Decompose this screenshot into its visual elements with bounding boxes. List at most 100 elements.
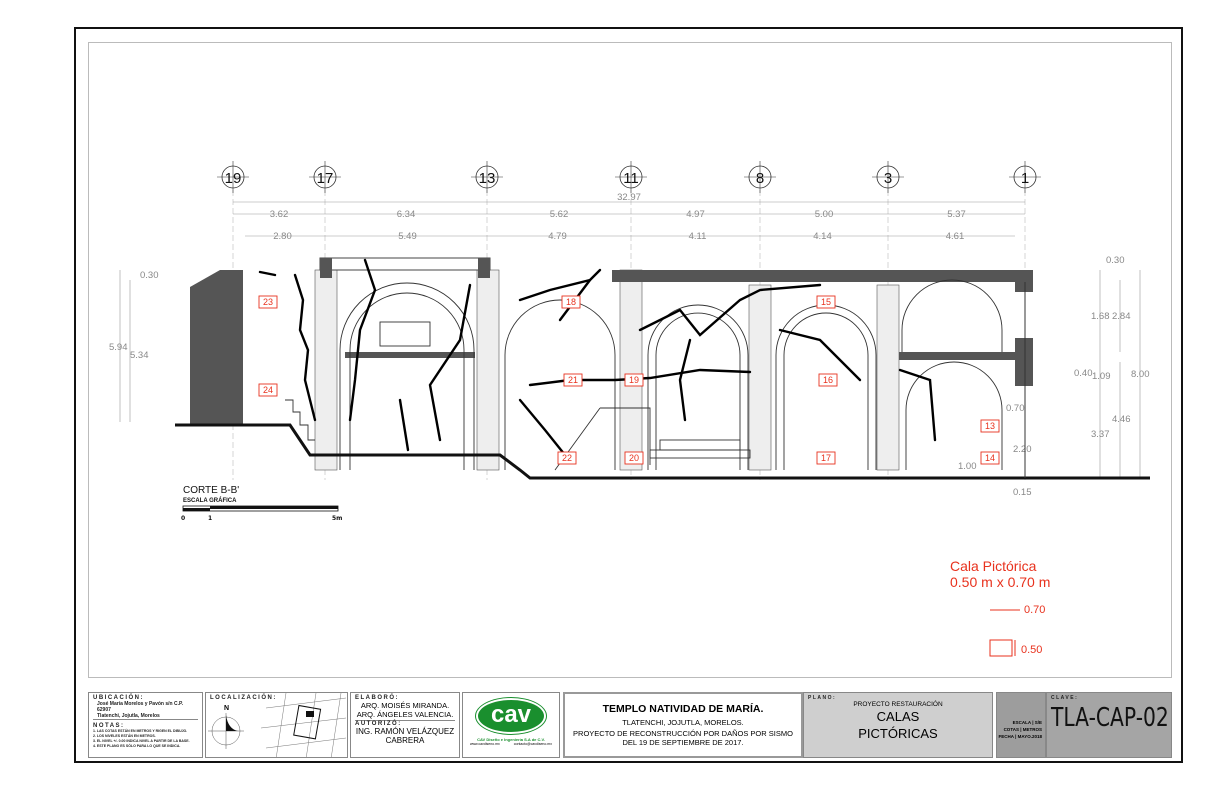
axis-label: 3 — [884, 170, 892, 187]
right-dim: 1.00 — [958, 461, 977, 472]
clave-cell: CLAVE: TLA-CAP-02 — [1046, 692, 1172, 758]
cala-legend: Cala Pictórica 0.50 m x 0.70 m — [950, 558, 1050, 590]
clave-label: CLAVE: — [1051, 695, 1079, 701]
dimension-label: 5.00 — [815, 209, 834, 220]
cala-number: 17 — [821, 453, 831, 463]
axis-label: 8 — [756, 170, 764, 187]
cala-marker-14: 14 — [980, 451, 1000, 465]
cala-number: 24 — [263, 385, 273, 395]
company-web[interactable]: www.cavdiseno.mx — [470, 742, 500, 746]
project-cell: TEMPLO NATIVIDAD DE MARÍA. TLATENCHI, JO… — [563, 692, 803, 758]
elaboro-label: ELABORÓ: — [355, 695, 399, 701]
ubicacion-address: José María Morelos y Pavón s/n C.P. 6290… — [97, 701, 184, 713]
section-title: CORTE B-B' — [183, 485, 239, 496]
cotas-value: COTAS | METROS — [1003, 727, 1042, 732]
logo-cell: cav CAV Diseño e Ingeniería S.A de C.V. … — [462, 692, 560, 758]
nota: 3. EL NIVEL +/- 0.00 INDICA NIVEL A PART… — [93, 739, 190, 743]
dimension-label: 5.37 — [947, 209, 966, 220]
dimension-label: 6.34 — [397, 209, 416, 220]
company-email[interactable]: contacto@cavdiseno.mx — [513, 742, 552, 746]
right-dim: 2.20 — [1013, 444, 1032, 455]
nota: 1. LAS COTAS ESTÁN EN METROS Y RIGEN EL … — [93, 729, 188, 733]
project-title: TEMPLO NATIVIDAD DE MARÍA. — [602, 703, 764, 715]
dimension-label: 4.61 — [946, 231, 965, 242]
cracks — [258, 258, 937, 457]
escala-value: ESCALA | S/E — [1012, 720, 1042, 725]
ubicacion-city: Tlatenchi, Jojutla, Morelos — [93, 713, 198, 720]
right-dim: 1.09 — [1092, 371, 1111, 382]
escala-cell: ESCALA | S/E COTAS | METROS FECHA | MAYO… — [996, 692, 1046, 758]
axis-marker-3: 3 — [872, 161, 904, 193]
autorizo-label: AUTORIZÓ: — [355, 721, 402, 727]
cala-marker-18: 18 — [561, 295, 581, 309]
nota: 4. ESTE PLANO ES SÓLO PARA LO QUE SE IND… — [93, 744, 181, 748]
plano-subtitle: PROYECTO RESTAURACIÓN — [853, 701, 943, 708]
cala-number: 21 — [568, 375, 578, 385]
elaboro-name: ARQ. MOISÉS MIRANDA. — [360, 701, 450, 710]
cala-marker-24: 24 — [258, 383, 278, 397]
legend-height: 0.50 — [1021, 644, 1042, 656]
cala-marker-20: 20 — [624, 451, 644, 465]
axis-marker-11: 11 — [615, 161, 647, 193]
cala-number: 18 — [566, 297, 576, 307]
nota: 2. LOS NIVELES ESTÁN EN METROS. — [93, 734, 156, 738]
plano-cell: PLANO: PROYECTO RESTAURACIÓN CALAS PICTÓ… — [803, 692, 993, 758]
axis-label: 1 — [1021, 170, 1029, 187]
fecha-value: FECHA | MAYO.2018 — [998, 734, 1042, 739]
axis-marker-13: 13 — [471, 161, 503, 193]
cala-marker-13: 13 — [980, 419, 1000, 433]
cala-number: 14 — [985, 453, 995, 463]
cala-marker-23: 23 — [258, 295, 278, 309]
dimension-label: 5.49 — [398, 231, 417, 242]
autorizo-name: ING. RAMÓN VELÁZQUEZ — [355, 727, 455, 736]
left-dim-030: 0.30 — [140, 270, 159, 281]
elaboro-name: ARQ. ÁNGELES VALENCIA. — [355, 710, 455, 721]
dimension-label: 4.14 — [813, 231, 832, 242]
dimension-label: 2.80 — [273, 231, 292, 242]
cala-number: 16 — [823, 375, 833, 385]
left-dim-594: 5.94 — [109, 342, 128, 353]
responsables-cell: ELABORÓ: ARQ. MOISÉS MIRANDA. ARQ. ÁNGEL… — [350, 692, 460, 758]
cav-logo: cav — [476, 698, 546, 734]
cala-marker-15: 15 — [816, 295, 836, 309]
right-dim: 0.15 — [1013, 487, 1032, 498]
right-dim: 2.84 — [1112, 311, 1131, 322]
scale-tick: 5m — [332, 515, 342, 522]
axis-marker-8: 8 — [744, 161, 776, 193]
axis-label: 11 — [623, 170, 639, 187]
scale-tick: 1 — [208, 515, 212, 522]
plano-title-line2: PICTÓRICAS — [858, 726, 938, 741]
company-name: CAV Diseño e Ingeniería S.A de C.V. — [477, 737, 545, 742]
cala-number: 23 — [263, 297, 273, 307]
axis-marker-1: 1 — [1009, 161, 1041, 193]
dimension-label: 4.79 — [548, 231, 567, 242]
right-dim: 1.68 — [1091, 311, 1110, 322]
clave-value: TLA-CAP-02 — [1051, 703, 1169, 733]
project-date: DEL 19 DE SEPTIEMBRE DE 2017. — [622, 738, 744, 747]
right-dim: 0.30 — [1106, 255, 1125, 266]
axis-label: 19 — [225, 170, 242, 187]
notas-label: NOTAS: — [93, 723, 125, 729]
cala-marker-16: 16 — [818, 373, 838, 387]
cala-marker-17: 17 — [816, 451, 836, 465]
legend-width: 0.70 — [1024, 604, 1045, 616]
axis-marker-19: 19 — [217, 161, 249, 193]
drawing-area-border — [88, 42, 1172, 678]
cala-marker-22: 22 — [557, 451, 577, 465]
plano-label: PLANO: — [808, 695, 837, 701]
localizacion-cell: LOCALIZACIÓN: N — [205, 692, 348, 758]
location-map — [208, 693, 347, 757]
north-label: N — [224, 705, 230, 712]
dimension-label: 4.11 — [689, 231, 707, 242]
right-dim: 3.37 — [1091, 429, 1110, 440]
building-section — [175, 257, 1150, 480]
cala-number: 13 — [985, 421, 995, 431]
legend-title: Cala Pictórica — [950, 558, 1037, 574]
project-description: PROYECTO DE RECONSTRUCCIÓN POR DAÑOS POR… — [573, 729, 793, 738]
scale-label: ESCALA GRÁFICA — [183, 497, 237, 504]
cala-number: 15 — [821, 297, 831, 307]
dimension-label: 4.97 — [686, 209, 705, 220]
cala-number: 19 — [629, 375, 639, 385]
legend-size: 0.50 m x 0.70 m — [950, 574, 1051, 590]
